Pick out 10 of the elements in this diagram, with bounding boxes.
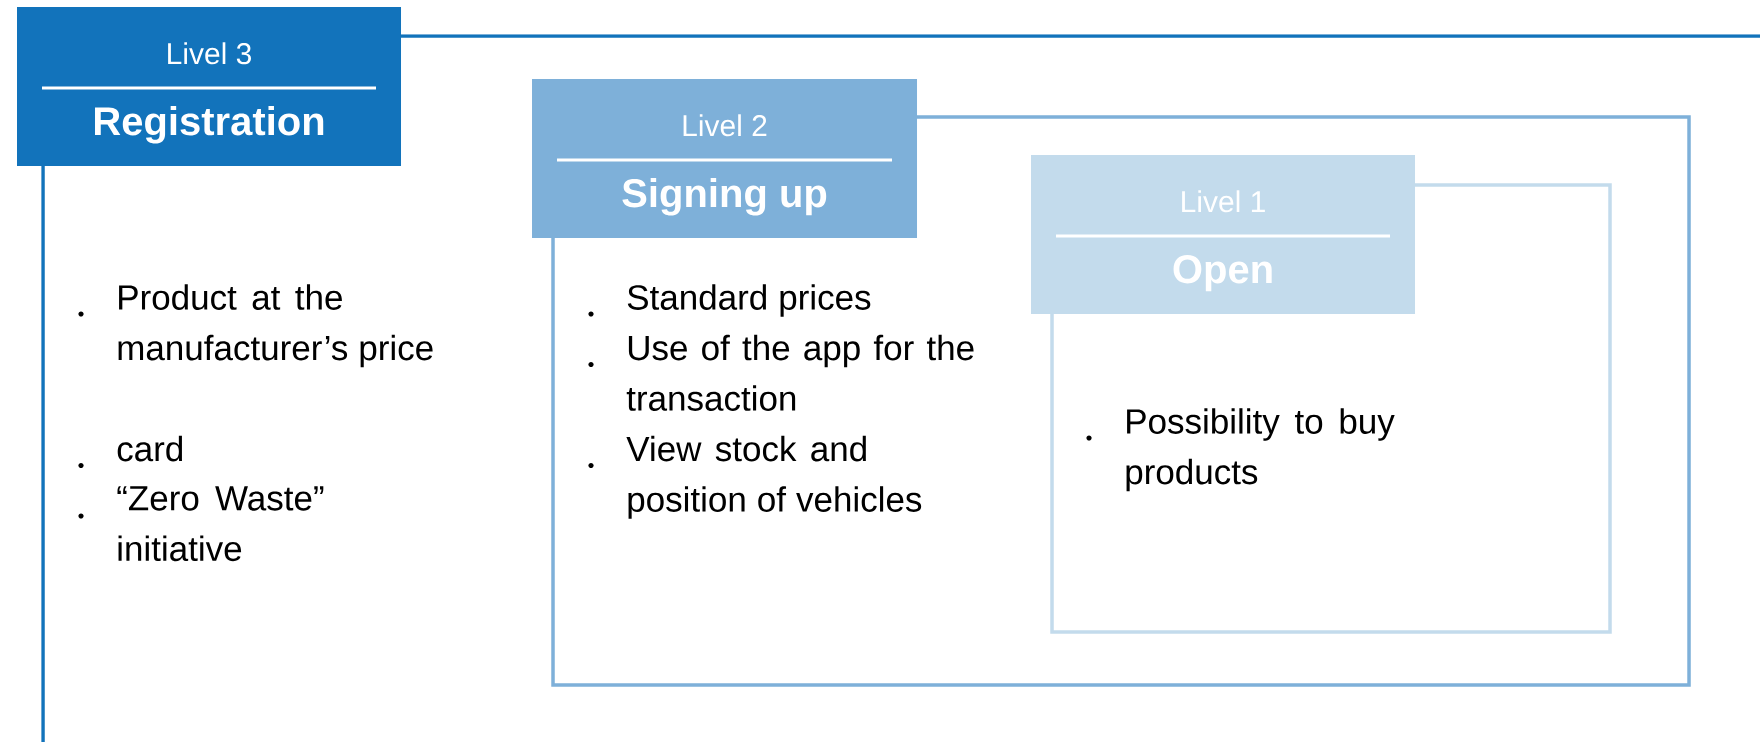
list-item: View stock and position of vehicles xyxy=(626,435,922,519)
list-item: “Zero Waste” initiative xyxy=(117,486,324,562)
level-header: Livel 1 Open xyxy=(1031,155,1415,314)
level-header: Livel 3 Registration xyxy=(17,7,401,166)
list-item: Use of the app for the transaction xyxy=(626,334,974,411)
list-item: Possibility to buy products xyxy=(1126,408,1395,492)
list-item: Standard prices xyxy=(627,284,871,317)
list-item: card xyxy=(117,435,183,462)
list-item: Product at the manufacturer’s price xyxy=(118,284,433,368)
level-header: Livel 2 Signing up xyxy=(532,79,917,238)
